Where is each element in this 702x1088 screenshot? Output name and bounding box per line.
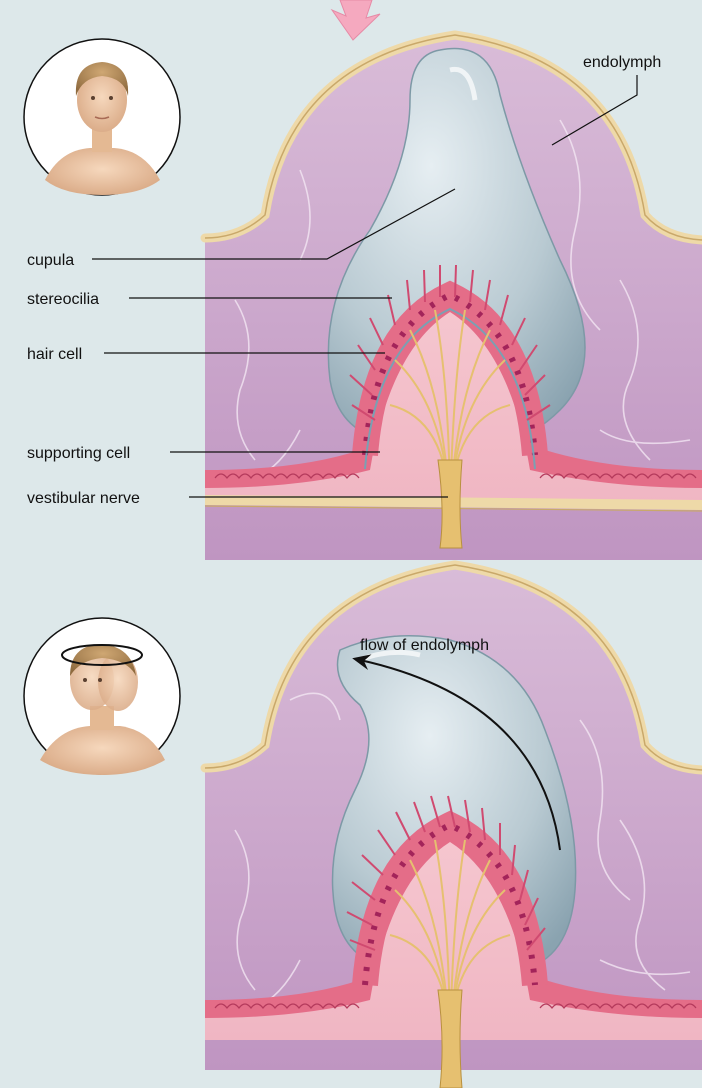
supporting-cell-label: supporting cell — [27, 445, 130, 462]
cupula-label: cupula — [27, 252, 74, 269]
endolymph-label: endolymph — [583, 54, 661, 71]
head-front-icon — [24, 39, 180, 195]
bottom-panel: flow of endolymph — [24, 565, 702, 1088]
hair-cell-label: hair cell — [27, 346, 82, 363]
vestibular-nerve-trunk — [438, 460, 462, 548]
vestibular-nerve-trunk-rotated — [438, 990, 462, 1088]
stereocilia-label: stereocilia — [27, 291, 99, 308]
flow-of-endolymph-label: flow of endolymph — [360, 637, 489, 654]
stimulus-arrow — [332, 0, 380, 40]
vestibular-nerve-label: vestibular nerve — [27, 490, 140, 507]
top-panel: endolymph cupula stereocilia hair cell s… — [24, 0, 702, 560]
head-rotating-icon — [24, 618, 180, 775]
